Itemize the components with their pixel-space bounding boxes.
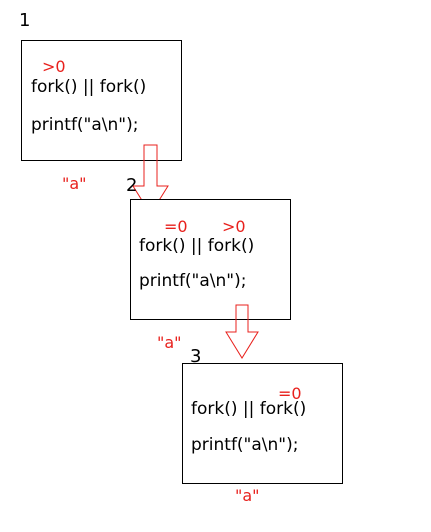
process-2-output: "a" <box>157 333 182 352</box>
process-1-return-annotation: >0 <box>42 57 66 76</box>
process-2-box <box>130 199 291 320</box>
process-1-printf-line: printf("a\n"); <box>31 115 139 135</box>
process-2-second-fork-annotation: >0 <box>222 217 246 236</box>
process-3-fork-annotation: =0 <box>278 384 302 403</box>
process-1-box <box>21 40 182 161</box>
process-2-number: 2 <box>126 175 138 196</box>
process-2-fork-line: fork() || fork() <box>139 236 255 256</box>
down-arrow-icon <box>225 304 259 359</box>
process-2-first-fork-annotation: =0 <box>164 217 188 236</box>
process-3-fork-line: fork() || fork() <box>191 399 307 419</box>
process-1-number: 1 <box>19 10 31 31</box>
process-1-fork-line: fork() || fork() <box>31 77 147 97</box>
process-3-printf-line: printf("a\n"); <box>191 435 299 455</box>
process-3-output: "a" <box>235 486 260 505</box>
process-2-printf-line: printf("a\n"); <box>139 271 247 291</box>
process-1-output: "a" <box>62 174 87 193</box>
process-3-box <box>182 363 343 484</box>
process-3-number: 3 <box>190 346 202 367</box>
